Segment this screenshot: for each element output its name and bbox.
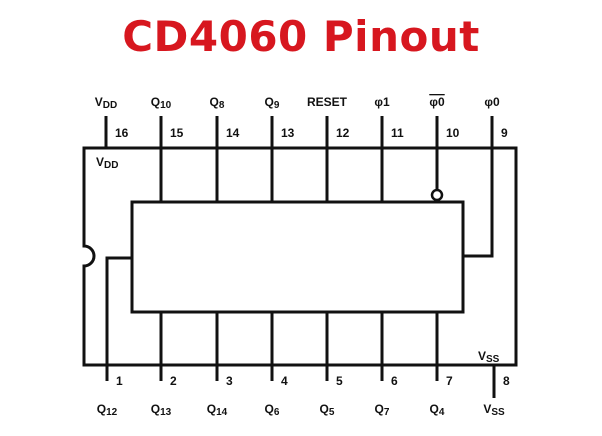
pin-number-14: 14 bbox=[226, 126, 240, 140]
pin-label-10: φ0 bbox=[429, 95, 445, 109]
pin-label-12: RESET bbox=[307, 95, 348, 109]
pin-number-5: 5 bbox=[336, 374, 343, 388]
pin-number-4: 4 bbox=[281, 374, 288, 388]
pin-number-11: 11 bbox=[391, 126, 404, 140]
pin-label-3: Q14 bbox=[207, 402, 228, 418]
pin-label-13: Q9 bbox=[265, 95, 280, 111]
pin-label-2: Q13 bbox=[151, 402, 172, 418]
page-title: CD4060 Pinout bbox=[122, 12, 480, 61]
pin-9-trace bbox=[463, 116, 494, 258]
pin-number-16: 16 bbox=[115, 126, 129, 140]
pin-number-8: 8 bbox=[503, 374, 510, 388]
pin-number-7: 7 bbox=[446, 374, 453, 388]
pin-label-16: VDD bbox=[95, 95, 117, 111]
pin-number-10: 10 bbox=[446, 126, 460, 140]
pin-number-15: 15 bbox=[170, 126, 184, 140]
pin-label-14: Q8 bbox=[210, 95, 225, 111]
pin-label-11: φ1 bbox=[374, 95, 390, 109]
pin-label-8: VSS bbox=[483, 402, 505, 418]
chip-die bbox=[130, 200, 465, 314]
pin-label-4: Q6 bbox=[265, 402, 280, 418]
pin-label-5: Q5 bbox=[320, 402, 335, 418]
pin-number-9: 9 bbox=[501, 126, 508, 140]
pin-label-1: Q12 bbox=[97, 402, 118, 418]
pin-number-3: 3 bbox=[226, 374, 233, 388]
package-outline bbox=[82, 146, 518, 367]
inside-vss-label: VSS bbox=[478, 349, 500, 365]
pin-number-2: 2 bbox=[170, 374, 177, 388]
inverter-bubble bbox=[430, 188, 444, 202]
pin-1-trace bbox=[105, 256, 132, 381]
pin-label-6: Q7 bbox=[375, 402, 390, 418]
pin-number-12: 12 bbox=[336, 126, 350, 140]
pin-number-1: 1 bbox=[116, 374, 123, 388]
inside-vdd-label: VDD bbox=[96, 155, 118, 171]
pin-number-13: 13 bbox=[281, 126, 295, 140]
pin-number-6: 6 bbox=[391, 374, 398, 388]
pin-label-15: Q10 bbox=[151, 95, 172, 111]
pin-label-9: φ0 bbox=[484, 95, 500, 109]
pin-label-7: Q4 bbox=[430, 402, 445, 418]
